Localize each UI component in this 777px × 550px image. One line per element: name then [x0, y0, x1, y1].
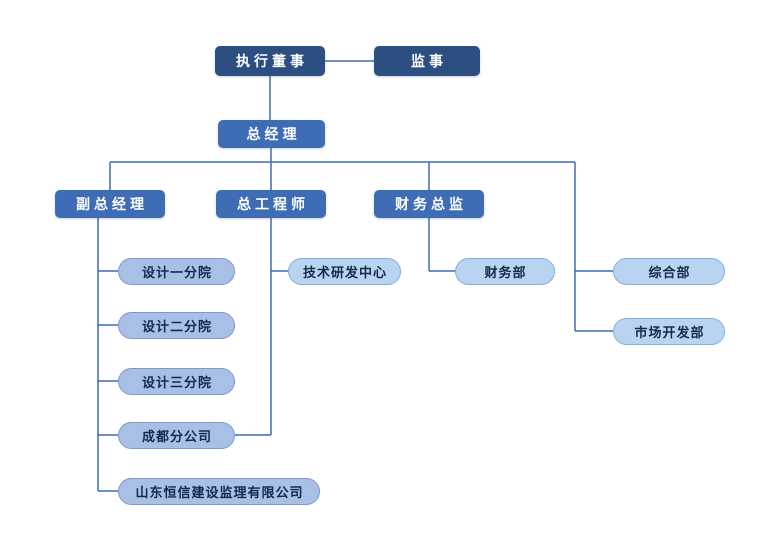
node-tech-rd-center: 技术研发中心	[288, 258, 401, 285]
node-chengdu-branch: 成都分公司	[118, 422, 235, 449]
node-design-branch-3: 设计三分院	[118, 368, 235, 395]
node-shandong-hengxin: 山东恒信建设监理有限公司	[118, 478, 320, 505]
node-design-branch-2: 设计二分院	[118, 312, 235, 339]
node-supervisor: 监事	[374, 46, 480, 76]
node-finance-dept: 财务部	[455, 258, 555, 285]
node-design-branch-1: 设计一分院	[118, 258, 235, 285]
node-general-dept: 综合部	[613, 258, 725, 285]
node-finance-director: 财务总监	[374, 190, 484, 218]
node-chief-engineer: 总工程师	[216, 190, 326, 218]
node-deputy-general-manager: 副总经理	[55, 190, 165, 218]
node-executive-director: 执行董事	[215, 46, 325, 76]
node-general-manager: 总经理	[218, 120, 325, 148]
node-market-dev-dept: 市场开发部	[613, 318, 725, 345]
